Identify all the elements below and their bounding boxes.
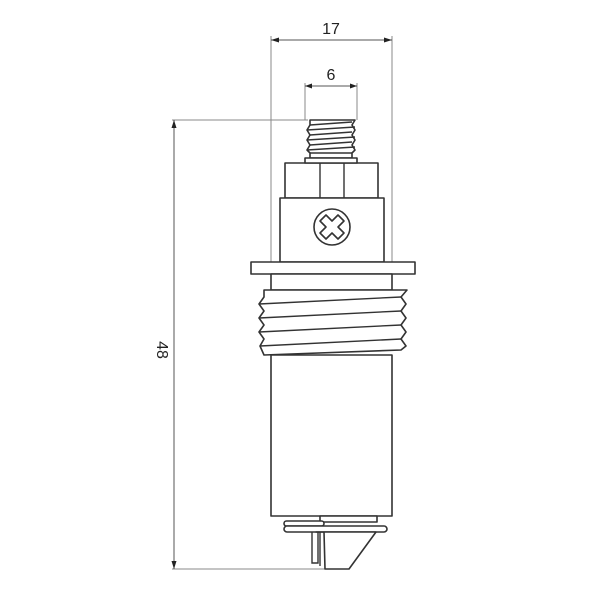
hex-nut bbox=[284, 157, 379, 199]
cross-slot-icon bbox=[319, 214, 345, 240]
thread-outline bbox=[258, 289, 408, 356]
spindle-thread-line bbox=[309, 141, 353, 146]
lower-body bbox=[270, 354, 393, 517]
arrow-right-icon bbox=[350, 83, 357, 89]
flange-neck bbox=[270, 273, 393, 291]
threaded-body bbox=[258, 289, 408, 356]
arrow-left-icon bbox=[305, 83, 312, 89]
jumper-plate bbox=[283, 525, 388, 533]
spindle-thread-line bbox=[306, 136, 356, 141]
thread-line bbox=[258, 296, 402, 305]
thread-line bbox=[259, 338, 402, 347]
arrow-left-icon bbox=[271, 37, 279, 43]
spindle-thread-line bbox=[306, 146, 356, 151]
hex-nut-outline bbox=[284, 162, 379, 199]
dimension-label-6: 6 bbox=[327, 67, 336, 84]
arrow-top-icon bbox=[171, 120, 177, 128]
dimension-spindle-width: 6 bbox=[304, 67, 358, 120]
cross-head-screw-icon bbox=[313, 208, 351, 246]
thread-line bbox=[258, 310, 402, 319]
valve-seat-cone bbox=[315, 531, 377, 570]
dimension-label-48: 48 bbox=[153, 341, 170, 359]
dimension-overall-height: 48 bbox=[153, 119, 325, 570]
arrow-right-icon bbox=[384, 37, 392, 43]
splined-spindle bbox=[306, 119, 356, 159]
spindle-thread-line bbox=[309, 131, 353, 136]
arrow-bottom-icon bbox=[171, 561, 177, 569]
spindle-neck bbox=[304, 157, 358, 164]
jumper-pin bbox=[311, 532, 319, 564]
washer-retainer bbox=[319, 515, 378, 523]
upper-body bbox=[279, 197, 385, 263]
thread-line bbox=[258, 324, 402, 333]
dimension-overall-width: 17 bbox=[270, 21, 393, 262]
spindle-thread-line bbox=[306, 126, 356, 131]
flange-washer bbox=[250, 261, 416, 275]
washer-jumper bbox=[283, 515, 388, 570]
spindle-thread-line bbox=[309, 121, 353, 126]
dimension-label-17: 17 bbox=[322, 21, 340, 38]
